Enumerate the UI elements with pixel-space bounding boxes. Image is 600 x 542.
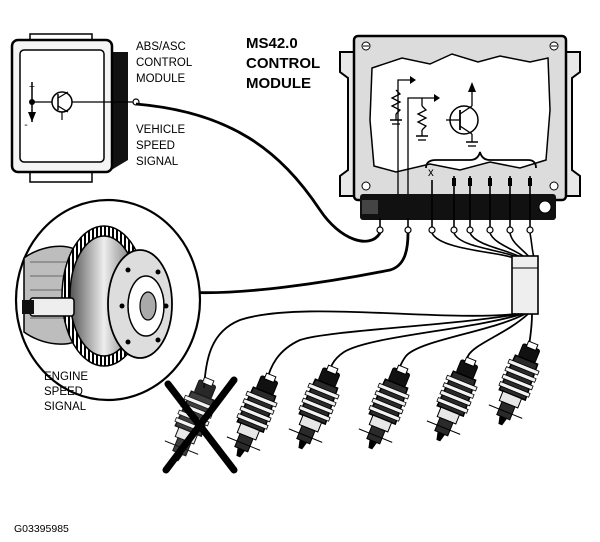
injector-6 — [488, 340, 540, 426]
disabled-injector-cross — [162, 376, 238, 474]
pin-x-mark: x — [428, 167, 434, 179]
engine-speed-signal-label: ENGINE SPEED SIGNAL — [44, 371, 91, 413]
injector-3 — [288, 364, 340, 450]
harness-sleeve — [511, 255, 539, 315]
figure-id: G03395985 — [14, 523, 69, 535]
ms42-control-module: x — [339, 34, 581, 234]
injector-5 — [426, 356, 478, 442]
injector-wires — [203, 310, 533, 389]
ecu-label: MS42.0 CONTROL MODULE — [246, 35, 324, 92]
vehicle-speed-signal-label: VEHICLE SPEED SIGNAL — [136, 124, 188, 168]
abs-asc-control-module: + - — [10, 33, 140, 183]
plus-mark: + — [29, 81, 35, 93]
injector-group — [164, 340, 540, 462]
minus-mark: - — [24, 119, 28, 131]
crank-sensor-icon — [29, 297, 75, 317]
abs-module-label: ABS/ASC CONTROL MODULE — [136, 41, 195, 85]
crankshaft-detail — [14, 198, 202, 402]
injector-4 — [358, 364, 410, 450]
injector-2 — [226, 372, 278, 458]
